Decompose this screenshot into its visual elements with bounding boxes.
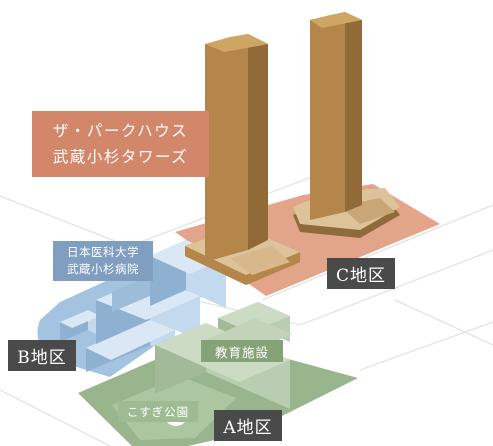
school-label: 教育施設 — [201, 340, 283, 362]
tower-1 — [185, 34, 300, 285]
hospital-label: 日本医科大学 武蔵小杉病院 — [53, 241, 153, 281]
park-label: こすぎ公園 — [118, 401, 198, 422]
district-b-label: B地区 — [8, 340, 76, 371]
project-title-line-2: 武蔵小杉タワーズ — [52, 148, 189, 166]
hospital-label-line-1: 日本医科大学 — [67, 245, 139, 259]
project-title-line-1: ザ・パークハウス — [52, 122, 189, 140]
project-title-label: ザ・パークハウス 武蔵小杉タワーズ — [32, 111, 209, 177]
district-a-label: A地区 — [214, 410, 282, 441]
tower-2 — [293, 12, 400, 238]
hospital-label-line-2: 武蔵小杉病院 — [67, 262, 139, 276]
district-c-label: C地区 — [327, 258, 395, 289]
